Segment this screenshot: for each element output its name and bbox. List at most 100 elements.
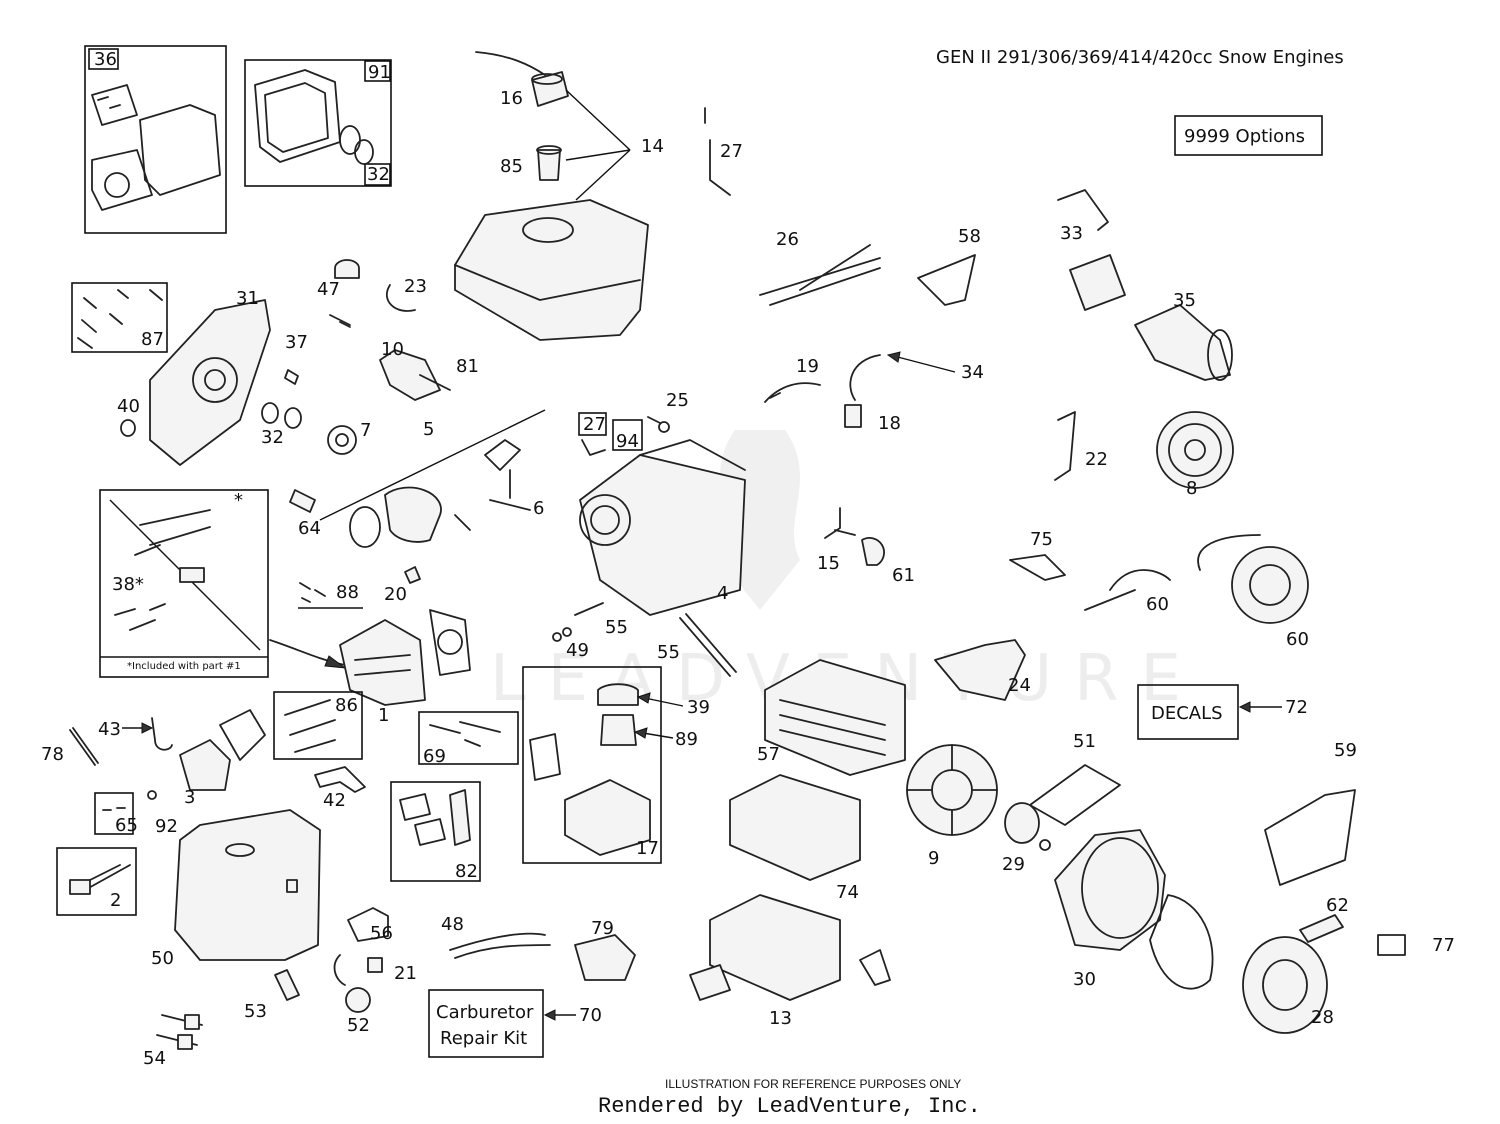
callout-21[interactable]: 21: [394, 963, 417, 984]
muffler-13[interactable]: [689, 894, 891, 1001]
callout-62[interactable]: 62: [1326, 895, 1349, 916]
governor-arm-15[interactable]: [824, 507, 856, 539]
gasket-set-36[interactable]: [84, 45, 227, 234]
callout-64[interactable]: 64: [298, 518, 321, 539]
piston-group-5[interactable]: [319, 409, 546, 548]
callout-87[interactable]: 87: [141, 329, 164, 350]
bolt-25[interactable]: [647, 416, 670, 433]
bearings-32[interactable]: [261, 402, 302, 429]
gasket-set-82[interactable]: [390, 781, 481, 882]
starter-handle-62[interactable]: [1299, 914, 1344, 943]
callout-92[interactable]: 92: [155, 816, 178, 837]
throttle-link-27[interactable]: [704, 107, 731, 196]
callout-52[interactable]: 52: [347, 1015, 370, 1036]
callout-58[interactable]: 58: [958, 226, 981, 247]
callout-48[interactable]: 48: [441, 914, 464, 935]
callout-53[interactable]: 53: [244, 1001, 267, 1022]
gasket-set-91[interactable]: [244, 59, 392, 187]
callout-13[interactable]: 13: [769, 1008, 792, 1029]
callout-6[interactable]: 6: [533, 498, 544, 519]
cylinder-head-1[interactable]: [339, 609, 471, 706]
callout-69[interactable]: 69: [423, 746, 446, 767]
muffler-74[interactable]: [729, 774, 861, 881]
callout-54[interactable]: 54: [143, 1048, 166, 1069]
callout-37[interactable]: 37: [285, 332, 308, 353]
tappet-64[interactable]: [289, 489, 316, 513]
callout-55-b[interactable]: 55: [657, 642, 680, 663]
callout-56[interactable]: 56: [370, 923, 393, 944]
callout-33[interactable]: 33: [1060, 223, 1083, 244]
callout-32-b[interactable]: 32: [261, 427, 284, 448]
callout-27-a[interactable]: 27: [720, 141, 743, 162]
callout-16[interactable]: 16: [500, 88, 523, 109]
recoil-starter-28[interactable]: [1242, 936, 1328, 1034]
harness-60[interactable]: [1084, 569, 1171, 611]
shroud-50[interactable]: [174, 809, 321, 961]
shroud-24[interactable]: [934, 639, 1026, 701]
callout-47[interactable]: 47: [317, 279, 340, 300]
callout-39[interactable]: 39: [687, 697, 710, 718]
callout-27-b[interactable]: 27: [583, 414, 606, 435]
callout-19[interactable]: 19: [796, 356, 819, 377]
plate-51[interactable]: [1029, 764, 1121, 826]
callout-55-a[interactable]: 55: [605, 617, 628, 638]
callout-8[interactable]: 8: [1186, 478, 1197, 499]
keys-54[interactable]: [156, 1014, 203, 1050]
washer-49[interactable]: [552, 627, 572, 642]
spark-plug-20[interactable]: [404, 566, 421, 584]
callout-42[interactable]: 42: [323, 790, 346, 811]
boot-61[interactable]: [861, 537, 885, 566]
stator-60[interactable]: [1197, 534, 1309, 624]
bracket-33[interactable]: [1057, 189, 1109, 231]
bracket-56[interactable]: [347, 907, 389, 942]
callout-25[interactable]: 25: [666, 390, 689, 411]
governor-37[interactable]: [284, 369, 299, 385]
callout-34[interactable]: 34: [961, 362, 984, 383]
valve-kit-38[interactable]: *Included with part #1 *: [99, 489, 269, 678]
callout-82[interactable]: 82: [455, 861, 478, 882]
callout-17[interactable]: 17: [636, 838, 659, 859]
starter-35[interactable]: [1069, 254, 1233, 381]
callout-86[interactable]: 86: [335, 695, 358, 716]
carburetor-group-17[interactable]: [522, 666, 662, 864]
callout-22[interactable]: 22: [1085, 449, 1108, 470]
callout-9[interactable]: 9: [928, 848, 939, 869]
screw-set-88[interactable]: [298, 582, 363, 609]
callout-75[interactable]: 75: [1030, 529, 1053, 550]
callout-49[interactable]: 49: [566, 640, 589, 661]
callout-85[interactable]: 85: [500, 156, 523, 177]
dowel-55[interactable]: [574, 602, 737, 677]
screw-set-65[interactable]: [94, 792, 134, 835]
callout-79[interactable]: 79: [591, 918, 614, 939]
cam-gear-7[interactable]: [327, 425, 357, 455]
callout-2[interactable]: 2: [110, 890, 121, 911]
callout-24[interactable]: 24: [1008, 675, 1031, 696]
callout-26[interactable]: 26: [776, 229, 799, 250]
callout-60-b[interactable]: 60: [1286, 629, 1309, 650]
callout-15[interactable]: 15: [817, 553, 840, 574]
part-box-2[interactable]: [56, 847, 137, 916]
callout-23[interactable]: 23: [404, 276, 427, 297]
bracket-58[interactable]: [917, 254, 976, 306]
fuel-strainer-85[interactable]: [536, 145, 562, 181]
fuel-cap-16[interactable]: [475, 51, 569, 107]
blower-housing-30[interactable]: [1054, 829, 1214, 990]
callout-91[interactable]: 91: [368, 62, 391, 83]
crankshaft-10[interactable]: [379, 349, 451, 401]
spring-78[interactable]: [69, 727, 99, 766]
callout-70[interactable]: 70: [579, 1005, 602, 1026]
hose-43[interactable]: [151, 717, 173, 751]
callout-61[interactable]: 61: [892, 565, 915, 586]
screw-92[interactable]: [147, 790, 157, 800]
intake-3[interactable]: [179, 709, 266, 791]
callout-38[interactable]: 38*: [112, 574, 144, 595]
panel-59[interactable]: [1264, 789, 1356, 886]
callout-35[interactable]: 35: [1173, 290, 1196, 311]
callout-7[interactable]: 7: [360, 420, 371, 441]
callout-32-a[interactable]: 32: [367, 164, 390, 185]
sensor-18[interactable]: [844, 354, 881, 428]
callout-74[interactable]: 74: [836, 882, 859, 903]
decals-box[interactable]: DECALS: [1137, 684, 1239, 740]
callout-88[interactable]: 88: [336, 582, 359, 603]
callout-30[interactable]: 30: [1073, 969, 1096, 990]
